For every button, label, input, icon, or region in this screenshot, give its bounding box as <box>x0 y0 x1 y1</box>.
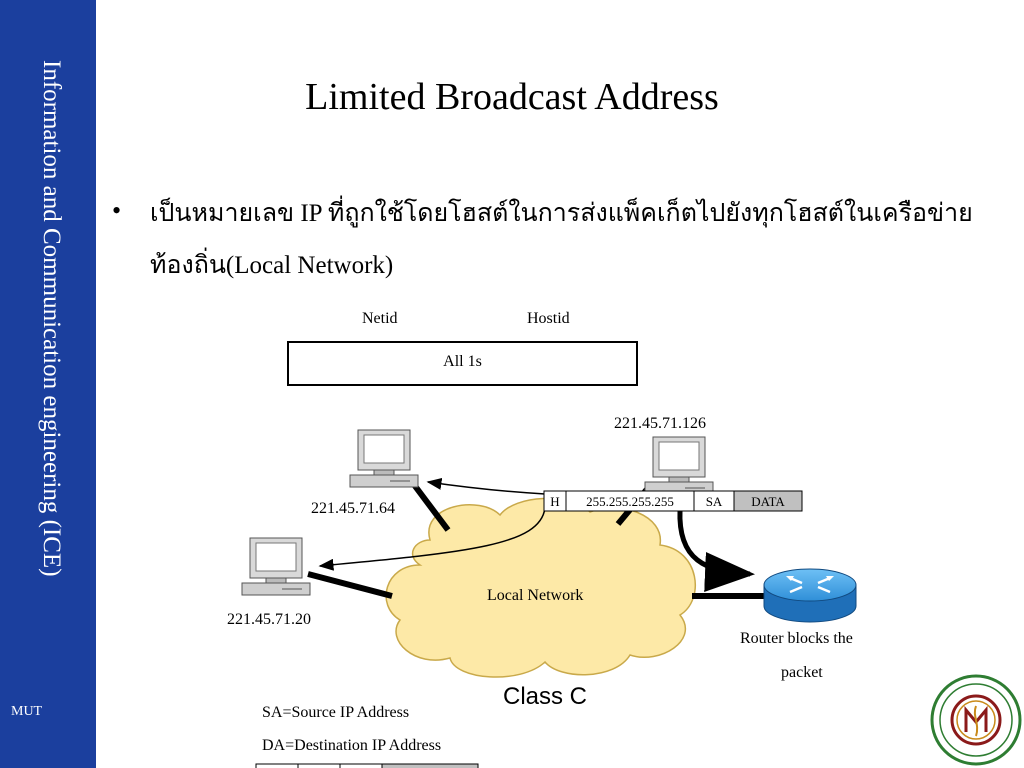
packet: H 255.255.255.255 SA DATA <box>543 490 803 512</box>
slide-title: Limited Broadcast Address <box>305 76 719 118</box>
university-seal-icon <box>930 674 1022 766</box>
computer-icon <box>241 537 311 596</box>
class-label: Class C <box>503 683 588 710</box>
arrow-to-host-64 <box>426 477 546 495</box>
packet-header-text: H <box>550 494 559 509</box>
packet-destination-text: 255.255.255.255 <box>586 494 674 509</box>
host-20-address: 221.45.71.20 <box>227 611 311 628</box>
legend-sa: SA=Source IP Address <box>262 704 410 721</box>
arrow-to-router <box>677 509 755 592</box>
bullet-text: เป็นหมายเลข IP ที่ถูกใช้โดยโฮสต์ในการส่ง… <box>150 188 990 292</box>
computer-icon <box>349 429 419 488</box>
legend-da: DA=Destination IP Address <box>262 737 442 754</box>
host-64-address: 221.45.71.64 <box>311 500 395 517</box>
computer-icon <box>644 436 714 495</box>
packet-source-text: SA <box>706 494 723 509</box>
router-icon <box>763 568 857 623</box>
hostid-label: Hostid <box>527 310 570 327</box>
sidebar: Information and Communication engineerin… <box>0 0 96 768</box>
address-format-box: All 1s <box>287 341 638 386</box>
bullet-line-1: เป็นหมายเลข IP ที่ถูกใช้โดยโฮสต์ในการส่ง… <box>150 200 973 227</box>
sidebar-footer-label: MUT <box>11 704 43 719</box>
router-label-line-1: Router blocks the <box>740 630 853 647</box>
bottom-packet-table <box>255 763 479 768</box>
netid-label: Netid <box>362 310 398 327</box>
link-host-20 <box>307 571 393 599</box>
bullet-icon: • <box>112 196 122 225</box>
arrow-to-host-20 <box>318 507 546 571</box>
cloud-label: Local Network <box>487 587 584 604</box>
packet-data-cell <box>733 490 803 512</box>
host-126-address: 221.45.71.126 <box>614 415 706 432</box>
router-label-line-2: packet <box>781 664 823 681</box>
packet-data-text: DATA <box>751 494 785 509</box>
bullet-line-2: ท้องถิ่น(Local Network) <box>150 252 394 279</box>
link-host-64 <box>409 480 451 532</box>
